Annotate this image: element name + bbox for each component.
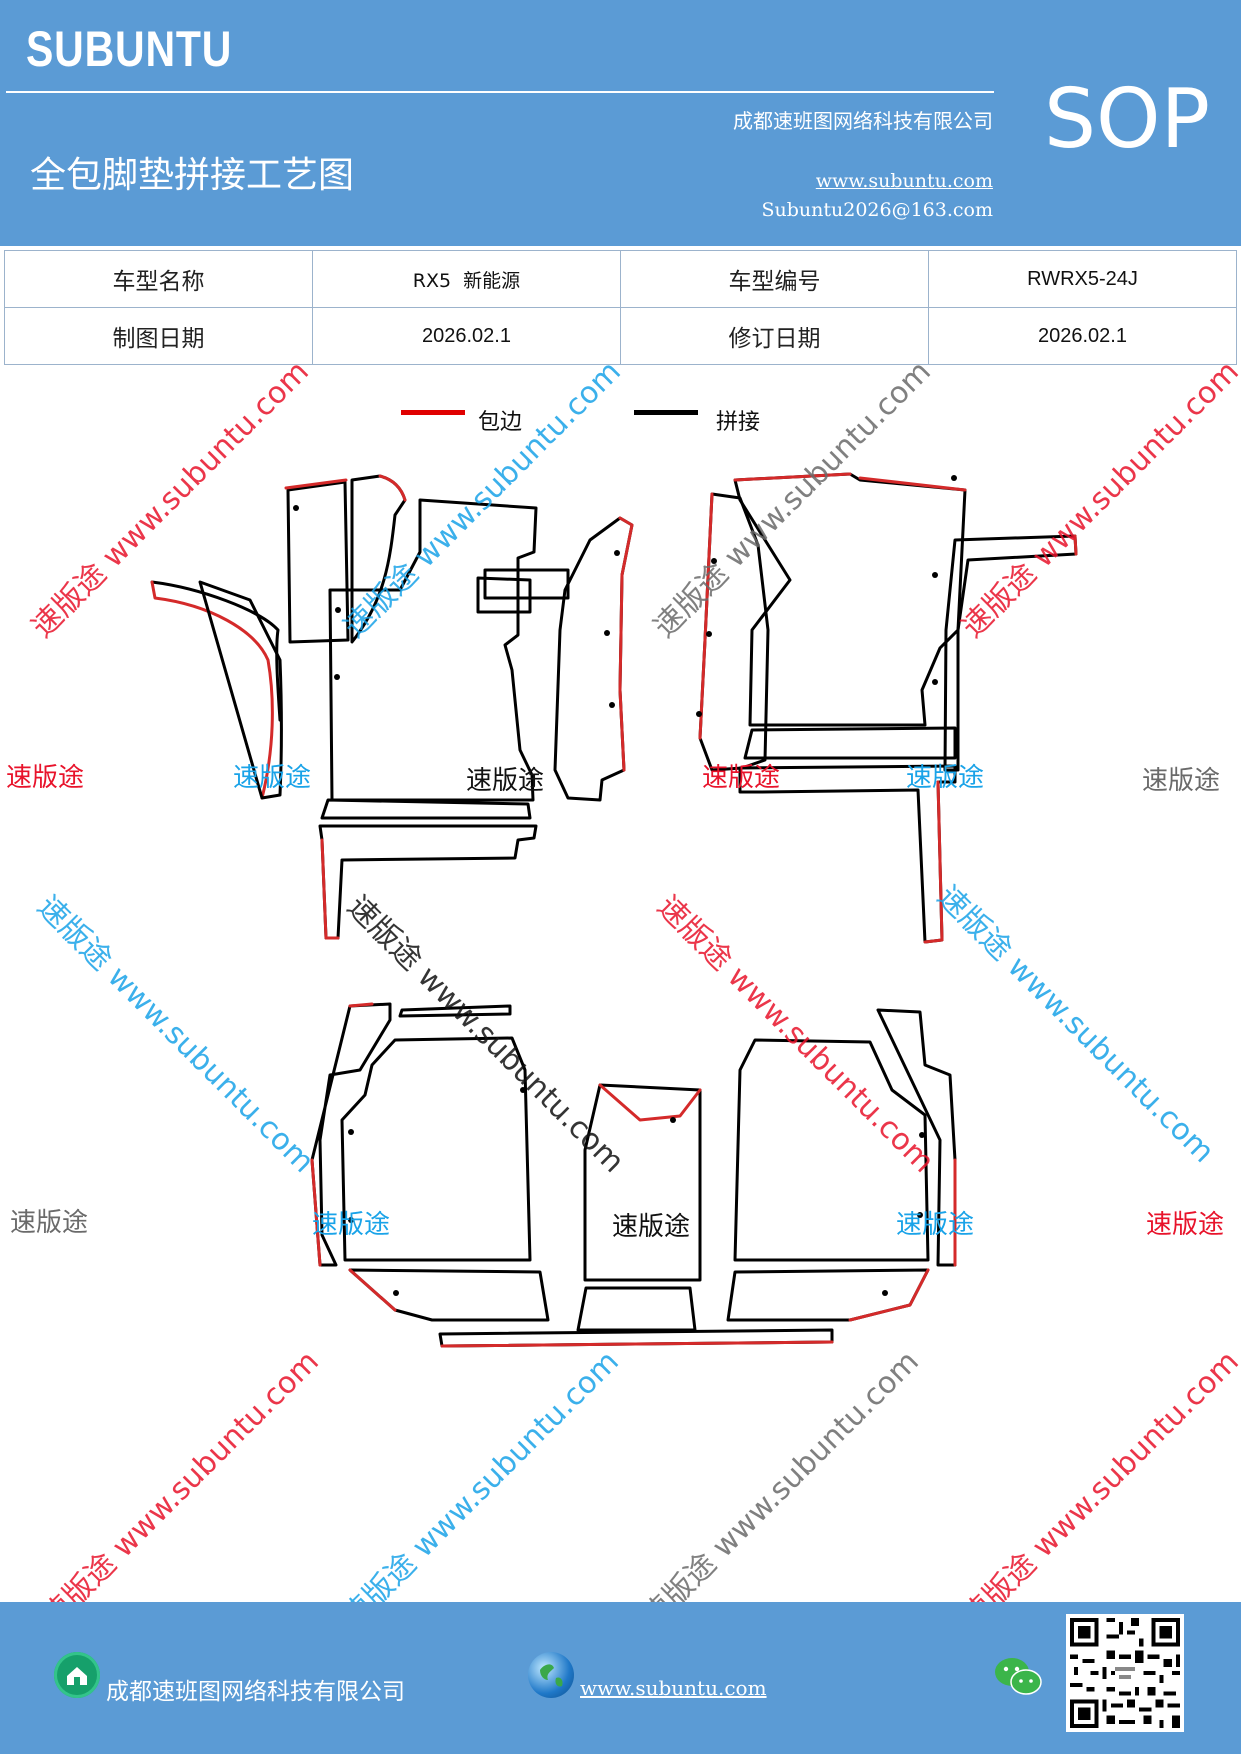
mat-piece (398, 1004, 512, 1018)
mat-piece (726, 1268, 930, 1322)
footer-banner: 成都速班图网络科技有限公司 www.subuntu.com (0, 1602, 1241, 1754)
watermark-text: 速版途 (906, 763, 985, 793)
model-code-label: 车型编号 (620, 250, 929, 308)
mat-piece (286, 480, 350, 644)
sop-label: SOP (1044, 72, 1211, 167)
watermark-text: 速版途 (466, 766, 545, 796)
home-icon (54, 1652, 100, 1698)
rear-mat-group (310, 1002, 957, 1348)
mat-piece (733, 472, 967, 492)
mat-piece (923, 780, 944, 944)
table-row: 制图日期 2026.02.1 修订日期 2026.02.1 (4, 307, 1237, 365)
mat-piece (618, 516, 634, 772)
watermark-text: 速版途 (10, 1208, 89, 1238)
legend-joint-label: 拼接 (716, 410, 761, 435)
footer-website-link[interactable]: www.subuntu.com (580, 1676, 767, 1700)
mat-piece (598, 1083, 702, 1122)
qr-code (1066, 1614, 1184, 1732)
mat-piece (320, 798, 532, 820)
mat-piece (340, 1036, 532, 1262)
mat-piece (733, 472, 967, 727)
front-right-mat-group (698, 472, 1078, 944)
mat-piece (328, 498, 538, 802)
mat-piece (284, 478, 348, 490)
mat-piece (198, 580, 283, 800)
model-name-value: RX5 新能源 (312, 250, 621, 308)
header-banner: SUBUNTU 成都速班图网络科技有限公司 全包脚垫拼接工艺图 www.subu… (0, 0, 1241, 246)
mat-piece (583, 1083, 702, 1282)
watermark-text: 速版途 (1146, 1210, 1225, 1240)
watermark-text: 速版途 (612, 1212, 691, 1242)
watermark-text: 速版途 (312, 1210, 391, 1240)
legend-edge-label: 包边 (478, 410, 523, 435)
mat-piece (378, 474, 407, 502)
mat-piece (348, 1268, 397, 1312)
mat-piece (483, 568, 570, 600)
website-link[interactable]: www.subuntu.com (815, 170, 993, 192)
draw-date-value: 2026.02.1 (312, 307, 621, 365)
model-name-label: 车型名称 (4, 250, 313, 308)
email-address: Subuntu2026@163.com (761, 199, 993, 221)
mat-piece (150, 580, 274, 800)
mat-piece (743, 726, 957, 760)
table-row: 车型名称 RX5 新能源 车型编号 RWRX5-24J (4, 250, 1237, 308)
revise-date-value: 2026.02.1 (928, 307, 1237, 365)
mat-piece (310, 1002, 374, 1267)
mat-piece (440, 1340, 834, 1348)
model-code-value: RWRX5-24J (928, 250, 1237, 308)
mat-piece (733, 1038, 930, 1262)
globe-icon (528, 1652, 574, 1698)
mat-piece (320, 838, 340, 940)
company-name: 成都速班图网络科技有限公司 (733, 109, 993, 133)
mat-piece (576, 1286, 697, 1332)
watermark-text: 速版途 (1142, 766, 1221, 796)
wechat-icon (992, 1654, 1044, 1698)
watermark-text: 速版途 (896, 1210, 975, 1240)
page-title: 全包脚垫拼接工艺图 (30, 155, 355, 196)
header-divider (6, 91, 994, 93)
watermark-text: 速版途 (702, 763, 781, 793)
mat-piece (1073, 534, 1078, 556)
mat-piece (150, 580, 282, 722)
mat-piece (476, 576, 532, 614)
legend-joint-swatch (634, 410, 698, 415)
mat-piece (848, 1268, 930, 1322)
legend-edge-swatch (401, 410, 465, 415)
draw-date-label: 制图日期 (4, 307, 313, 365)
rivet-dots (293, 475, 957, 1296)
watermark-text: 速版途 (233, 763, 312, 793)
floor-mat-diagram (150, 472, 1078, 1348)
revise-date-label: 修订日期 (620, 307, 929, 365)
mat-piece (698, 492, 714, 740)
front-left-mat-group (150, 474, 634, 940)
footer-company: 成都速班图网络科技有限公司 (106, 1679, 405, 1705)
watermark-text: 速版途 (6, 763, 85, 793)
vehicle-info-table: 车型名称 RX5 新能源 车型编号 RWRX5-24J 制图日期 2026.02… (4, 250, 1237, 365)
brand-logo: SUBUNTU (26, 21, 233, 77)
